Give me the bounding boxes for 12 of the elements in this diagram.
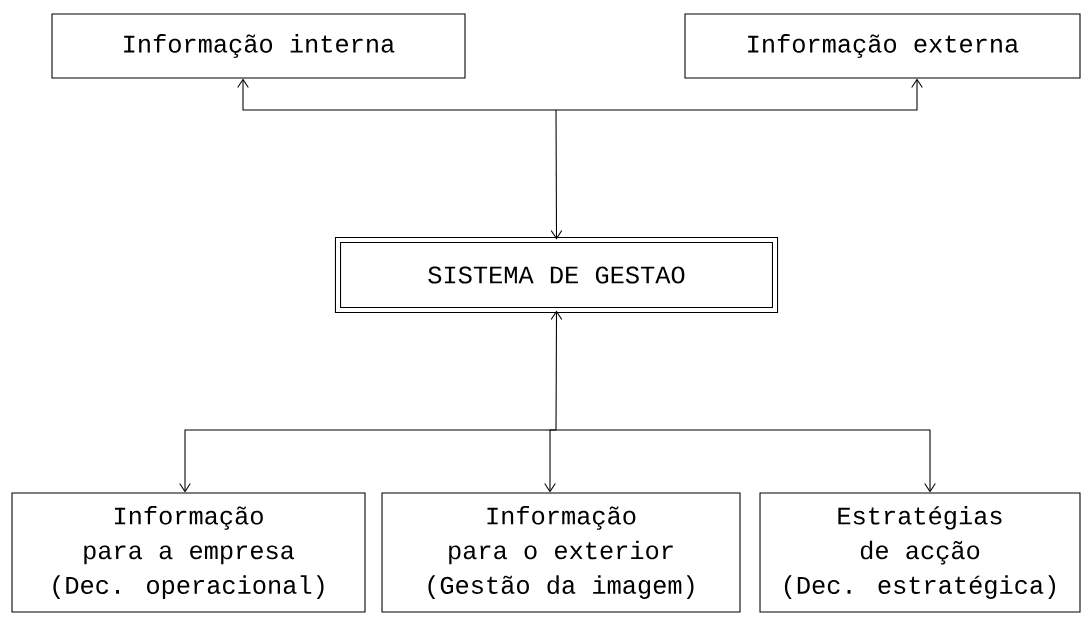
info-box: Estratégias de acção (Dec. estratégica) [759, 492, 1081, 613]
info-box: Informação interna [51, 13, 466, 79]
arrow [550, 310, 563, 431]
arrow [544, 429, 557, 493]
info-box: Informação externa [684, 13, 1081, 79]
arrow [555, 429, 936, 493]
arrow [237, 78, 557, 111]
arrow [550, 109, 563, 240]
info-box: Informação para a empresa (Dec. operacional) [11, 492, 366, 613]
info-box: Informação para o exterior (Gestão da imagem) [381, 492, 741, 613]
system-box: SISTEMA DE GESTAO [334, 236, 779, 314]
arrow [555, 78, 923, 111]
